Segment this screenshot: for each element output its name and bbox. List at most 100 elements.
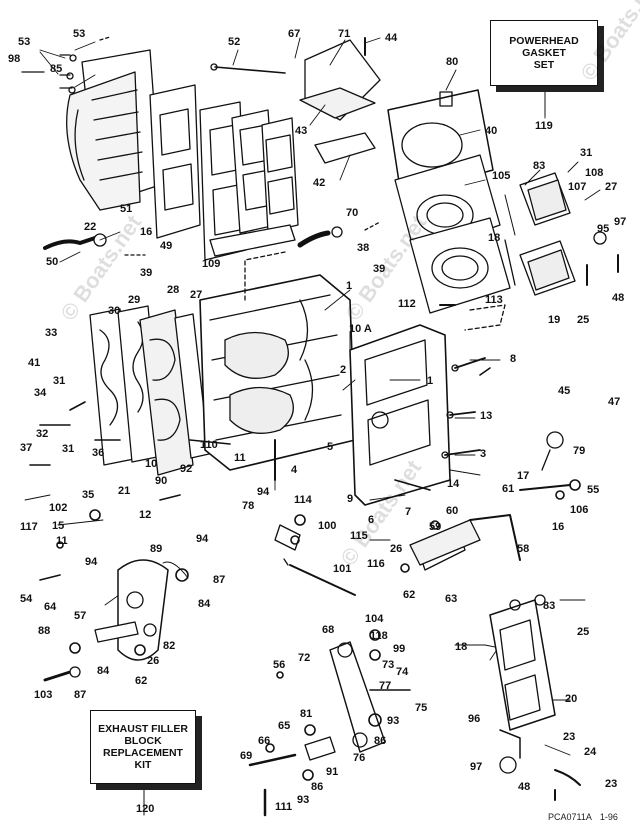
part-number: 107	[568, 181, 587, 193]
part-number: 26	[147, 655, 160, 667]
part-number: 18	[455, 641, 468, 653]
part-number: 84	[97, 665, 110, 677]
part-number: 11	[56, 535, 68, 547]
exhaust-cover-plates	[21, 36, 299, 261]
part-number: 120	[136, 803, 155, 815]
part-number: 8	[510, 353, 517, 365]
part-number: 7	[405, 506, 412, 518]
part-number: 63	[445, 593, 458, 605]
part-number: 75	[415, 702, 428, 714]
part-number: 25	[577, 626, 590, 638]
water-hose-fittings	[43, 221, 381, 256]
part-number: 97	[614, 216, 627, 228]
part-number: 35	[82, 489, 95, 501]
throttle-linkage	[248, 524, 386, 817]
part-number: 31	[53, 375, 66, 387]
part-number: 43	[295, 125, 308, 137]
part-number: 94	[85, 556, 98, 568]
part-number: 5	[327, 441, 334, 453]
part-number: 32	[36, 428, 49, 440]
part-number: 70	[346, 207, 359, 219]
exhaust-filler-kit-line-1: EXHAUST FILLER	[98, 723, 188, 735]
part-number: 33	[45, 327, 58, 339]
part-number: 51	[120, 203, 133, 215]
part-number: 62	[135, 675, 148, 687]
part-number: 106	[570, 504, 589, 516]
diagram-code: PCA0711A 1-96	[548, 812, 618, 822]
part-number: 69	[240, 750, 253, 762]
part-number: 90	[155, 475, 168, 487]
part-number: 21	[118, 485, 131, 497]
part-number: 66	[258, 735, 271, 747]
part-number: 54	[20, 593, 33, 605]
part-number: 110	[200, 439, 218, 451]
part-number: 67	[288, 28, 301, 40]
part-number: 72	[298, 652, 311, 664]
part-number: 47	[608, 396, 621, 408]
part-number: 56	[273, 659, 286, 671]
part-number: 41	[28, 357, 41, 369]
part-number: 117	[20, 521, 38, 533]
part-number: 34	[34, 387, 47, 399]
part-number: 52	[228, 36, 241, 48]
part-number: 100	[318, 520, 337, 532]
bypass-cover	[349, 324, 486, 506]
part-number: 36	[92, 447, 105, 459]
reed-valve-upper	[439, 172, 619, 331]
part-number: 79	[573, 445, 586, 457]
part-number: 111	[275, 801, 293, 813]
powerhead-gasket-set-line-3: SET	[533, 59, 555, 71]
part-number: 84	[198, 598, 211, 610]
part-number: 101	[333, 563, 352, 575]
part-number: 64	[44, 601, 57, 613]
part-number: 77	[379, 680, 392, 692]
part-number: 61	[502, 483, 515, 495]
part-number: 65	[278, 720, 291, 732]
part-number: 58	[517, 543, 530, 555]
part-number: 92	[180, 463, 193, 475]
part-number: 59	[429, 521, 442, 533]
exhaust-filler-kit-line-2: BLOCK	[124, 735, 162, 747]
part-number: 93	[297, 794, 310, 806]
exhaust-filler-kit-box: EXHAUST FILLER BLOCK REPLACEMENT KIT	[90, 710, 196, 784]
part-number: 115	[350, 530, 368, 542]
part-number: 83	[543, 600, 556, 612]
part-number: 112	[398, 298, 416, 310]
part-number: 94	[257, 486, 270, 498]
part-number: 62	[403, 589, 416, 601]
part-number: 87	[213, 574, 226, 586]
part-number: 88	[38, 625, 51, 637]
part-number: 57	[74, 610, 87, 622]
fasteners	[29, 367, 581, 781]
cylinder-head-upper	[387, 89, 511, 314]
part-number: 86	[311, 781, 324, 793]
exhaust-bracket	[43, 559, 169, 682]
part-number: 23	[563, 731, 576, 743]
part-number: 78	[242, 500, 255, 512]
part-number: 23	[605, 778, 618, 790]
part-number: 16	[140, 226, 153, 238]
thermostat-bracket	[299, 37, 381, 164]
part-number: 108	[585, 167, 604, 179]
part-number: 10 A	[349, 323, 372, 335]
part-number: 45	[558, 385, 571, 397]
part-number: 13	[480, 410, 493, 422]
part-number: 17	[517, 470, 530, 482]
part-number: 93	[387, 715, 400, 727]
part-number: 48	[612, 292, 625, 304]
part-number: 30	[108, 305, 121, 317]
part-number: 91	[326, 766, 339, 778]
part-number: 24	[584, 746, 597, 758]
powerhead-gasket-set-box: POWERHEAD GASKET SET	[490, 20, 598, 86]
exhaust-filler-kit-line-3: REPLACEMENT	[103, 747, 183, 759]
part-number: 99	[393, 643, 406, 655]
part-number: 39	[140, 267, 153, 279]
part-number: 18	[488, 232, 501, 244]
crankcase-block	[199, 251, 356, 481]
part-number: 31	[62, 443, 75, 455]
part-number: 1	[427, 375, 434, 387]
part-number: 20	[565, 693, 578, 705]
part-number: 38	[357, 242, 370, 254]
part-number: 48	[518, 781, 531, 793]
part-number: 85	[50, 63, 63, 75]
